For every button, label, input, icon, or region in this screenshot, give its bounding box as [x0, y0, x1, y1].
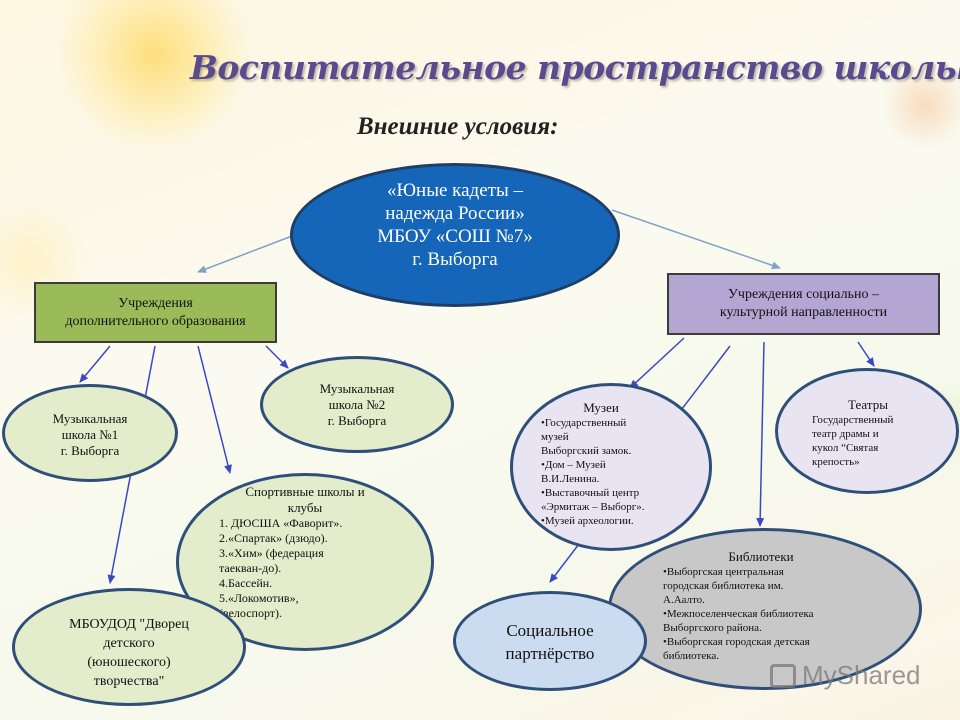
center-line: г. Выборга	[412, 249, 498, 270]
node-line: (юношеского)	[87, 655, 171, 670]
node-line: партнёрство	[505, 644, 595, 663]
additional-education-box: Учреждения дополнительного образования	[34, 282, 277, 343]
youth-creativity-palace-node: МБОУДОД "Дворец детского (юношеского) тв…	[12, 588, 246, 706]
node-title: Музеи	[583, 400, 619, 415]
list-item: 1. ДЮСША «Фаворит».	[219, 516, 343, 530]
theatres-node: Театры Государственный театр драмы и кук…	[775, 368, 959, 494]
node-line: школа №2	[328, 397, 386, 412]
arrow-dop-to-music2	[265, 345, 289, 369]
node-line: г. Выборга	[60, 443, 120, 458]
museums-node: Музеи •Государственный музей Выборгский …	[510, 383, 712, 551]
list-item: крепость»	[812, 456, 860, 468]
box-label: культурной направленности	[719, 305, 888, 320]
page-title: Воспитательное пространство школы	[190, 48, 960, 87]
list-item: музей	[541, 431, 569, 443]
list-item: кукол “Святая	[812, 442, 879, 454]
list-item: библиотека.	[663, 650, 720, 662]
node-title: Театры	[848, 397, 888, 412]
list-item: •Выборгская центральная	[663, 566, 784, 578]
presentation-icon	[770, 663, 796, 688]
list-item: •Дом – Музей	[541, 459, 606, 471]
arrow-soc-to-museums	[629, 337, 685, 389]
box-label: Учреждения социально –	[727, 287, 879, 302]
list-item: •Государственный	[541, 417, 627, 429]
box-label: Учреждения	[118, 295, 193, 311]
node-line: детского	[103, 636, 155, 651]
list-item: Выборгский замок.	[541, 445, 632, 457]
center-line: МБОУ «СОШ №7»	[377, 226, 533, 247]
list-item: •Выставочный центр	[541, 487, 640, 499]
list-item: В.И.Ленина.	[541, 473, 600, 485]
list-item: А.Аалто.	[663, 594, 705, 606]
arrow-center-to-soc	[611, 209, 781, 270]
watermark: MyShared	[770, 660, 921, 691]
node-line: школа №1	[61, 427, 119, 442]
school-center-node: «Юные кадеты – надежда России» МБОУ «СОШ…	[290, 163, 620, 307]
list-item: 5.«Локомотив»,	[219, 591, 299, 605]
list-item: 4.Бассейн.	[219, 576, 273, 590]
node-title: Библиотеки	[728, 549, 794, 564]
list-item: 3.«Хим» (федерация	[219, 546, 324, 560]
node-line: г. Выборга	[327, 413, 387, 428]
page-subtitle: Внешние условия:	[357, 113, 559, 140]
list-item: •Музей археологии.	[541, 515, 634, 527]
node-line: Музыкальная	[52, 411, 128, 426]
arrow-soc-to-theatres	[857, 341, 875, 367]
list-item: «Эрмитаж – Выборг».	[541, 501, 645, 513]
list-item: таекван-до).	[219, 561, 282, 575]
list-item: театр драмы и	[812, 428, 879, 440]
arrow-dop-to-sport	[197, 345, 232, 474]
list-item: (велоспорт).	[219, 606, 283, 620]
node-line: Социальное	[506, 621, 594, 640]
arrow-soc-to-libraries	[756, 341, 765, 527]
list-item: •Выборгская городская детская	[663, 636, 810, 648]
node-line: Музыкальная	[319, 381, 395, 396]
list-item: Выборгского района.	[663, 622, 762, 634]
watermark-text: MyShared	[802, 660, 921, 690]
socio-cultural-box: Учреждения социально – культурной направ…	[667, 273, 940, 335]
music-school-1-node: Музыкальная школа №1 г. Выборга	[2, 384, 178, 482]
node-title: клубы	[287, 500, 323, 515]
list-item: Государственный	[812, 414, 894, 426]
list-item: 2.«Спартак» (дзюдо).	[219, 531, 328, 545]
node-line: МБОУДОД "Дворец	[69, 617, 189, 632]
arrow-center-to-dop	[197, 235, 293, 273]
node-title: Спортивные школы и	[245, 484, 365, 499]
center-line: «Юные кадеты –	[387, 180, 523, 201]
list-item: •Межпоселенческая библиотека	[663, 608, 814, 620]
social-partnership-node: Социальное партнёрство	[453, 591, 647, 691]
music-school-2-node: Музыкальная школа №2 г. Выборга	[260, 356, 454, 453]
node-line: творчества"	[93, 674, 165, 689]
center-line: надежда России»	[385, 203, 525, 224]
libraries-node: Библиотеки •Выборгская центральная город…	[608, 528, 922, 690]
box-label: дополнительного образования	[65, 313, 246, 329]
list-item: городская библиотека им.	[663, 580, 784, 592]
arrow-dop-to-music1	[79, 345, 111, 383]
